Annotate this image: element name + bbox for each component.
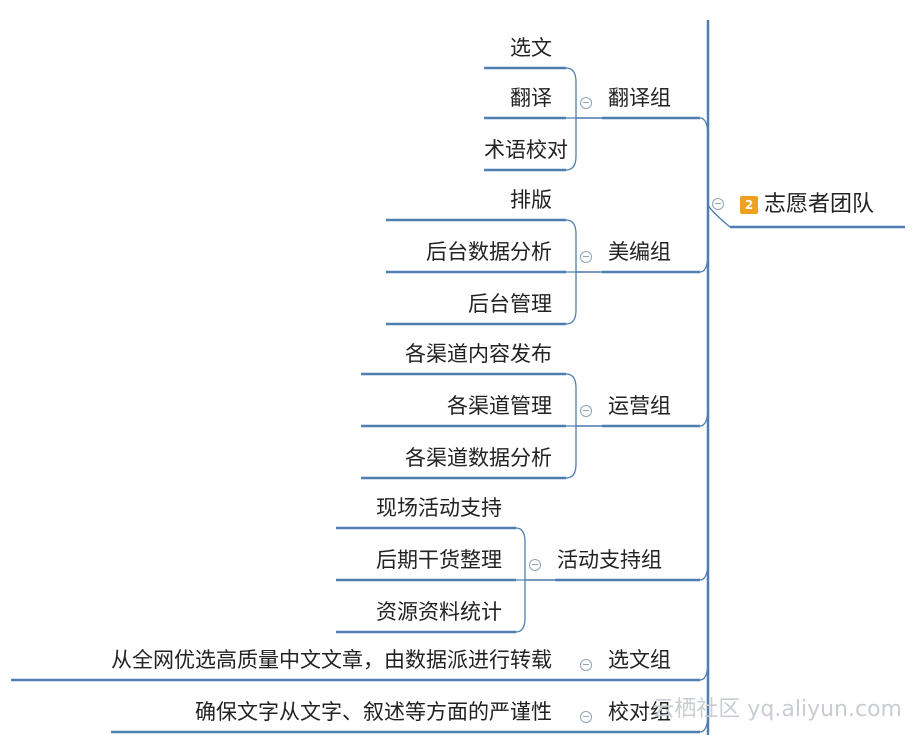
group-to-spine-5 <box>699 711 709 733</box>
root-collapse-icon[interactable] <box>712 198 724 210</box>
leaf-label-1-1[interactable]: 后台数据分析 <box>426 240 552 264</box>
group-collapse-icon-5[interactable] <box>580 711 592 723</box>
leaf-label-5-0[interactable]: 确保文字从文字、叙述等方面的严谨性 <box>195 700 552 724</box>
leaf-to-group-3-2 <box>515 579 555 633</box>
leaf-label-4-0[interactable]: 从全网优选高质量中文文章，由数据派进行转载 <box>111 648 552 672</box>
leaf-label-0-0[interactable]: 选文 <box>510 36 552 60</box>
leaf-label-0-2[interactable]: 术语校对 <box>484 138 568 162</box>
leaf-label-1-2[interactable]: 后台管理 <box>468 292 552 316</box>
group-to-spine-4 <box>699 659 709 681</box>
group-to-spine-0 <box>699 117 709 139</box>
group-label-5[interactable]: 校对组 <box>608 700 671 724</box>
leaf-to-group-0-0 <box>565 67 602 119</box>
group-collapse-icon-2[interactable] <box>580 405 592 417</box>
leaf-label-2-2[interactable]: 各渠道数据分析 <box>405 446 552 470</box>
leaf-to-group-1-0 <box>565 219 602 273</box>
group-label-4[interactable]: 选文组 <box>608 648 671 672</box>
root-connector <box>707 204 731 228</box>
leaf-to-group-0-2 <box>565 117 602 171</box>
group-label-0[interactable]: 翻译组 <box>608 86 671 110</box>
root-priority-badge: 2 <box>740 196 758 214</box>
leaf-label-0-1[interactable]: 翻译 <box>510 86 552 110</box>
leaf-to-group-1-2 <box>565 271 602 325</box>
group-collapse-icon-1[interactable] <box>580 251 592 263</box>
leaf-label-3-0[interactable]: 现场活动支持 <box>376 496 502 520</box>
leaf-to-group-2-0 <box>565 373 602 427</box>
group-to-spine-2 <box>699 405 709 427</box>
group-label-1[interactable]: 美编组 <box>608 240 671 264</box>
watermark: 云栖社区 yq.aliyun.com <box>652 697 902 722</box>
root-node-label[interactable]: 志愿者团队 <box>764 192 875 217</box>
leaf-label-3-2[interactable]: 资源资料统计 <box>376 600 502 624</box>
group-collapse-icon-4[interactable] <box>580 659 592 671</box>
group-label-3[interactable]: 活动支持组 <box>557 548 662 572</box>
group-label-2[interactable]: 运营组 <box>608 394 671 418</box>
group-to-spine-3 <box>699 559 709 581</box>
leaf-label-2-1[interactable]: 各渠道管理 <box>447 394 552 418</box>
leaf-to-group-3-0 <box>515 527 555 581</box>
group-collapse-icon-3[interactable] <box>529 559 541 571</box>
leaf-label-1-0[interactable]: 排版 <box>510 188 552 212</box>
leaf-to-group-2-2 <box>565 425 602 479</box>
group-collapse-icon-0[interactable] <box>580 97 592 109</box>
leaf-label-3-1[interactable]: 后期干货整理 <box>376 548 502 572</box>
group-to-spine-1 <box>699 251 709 273</box>
leaf-label-2-0[interactable]: 各渠道内容发布 <box>405 342 552 366</box>
